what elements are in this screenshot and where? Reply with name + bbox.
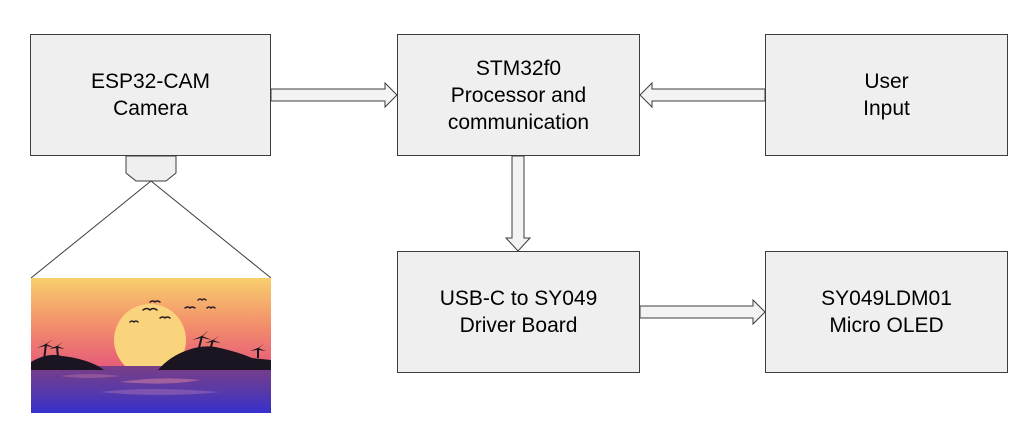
usbc-subtitle: Driver Board [459, 314, 578, 337]
stm32-title: STM32f0 [475, 56, 562, 80]
stm32-processor-block: STM32f0 Processor and communication [397, 34, 640, 156]
oled-title: SY049LDM01 [821, 287, 952, 310]
camera-lens-icon [125, 155, 177, 182]
esp32-cam-title: ESP32-CAM [90, 70, 211, 93]
esp32-cam-block: ESP32-CAM Camera [30, 34, 271, 156]
arrow-user-to-stm32 [639, 81, 766, 109]
stm32-line3: communication [447, 110, 590, 134]
usbc-title: USB-C to SY049 [439, 287, 598, 310]
stm32-line2: Processor and [450, 83, 587, 107]
arrow-esp32-to-stm32 [270, 81, 398, 109]
micro-oled-block: SY049LDM01 Micro OLED [765, 251, 1008, 373]
esp32-cam-subtitle: Camera [113, 97, 188, 120]
arrow-stm32-to-usbc [504, 155, 532, 252]
field-of-view-left [30, 180, 152, 279]
usbc-driver-board-block: USB-C to SY049 Driver Board [397, 251, 640, 373]
field-of-view-right [150, 180, 272, 279]
user-input-block: User Input [765, 34, 1008, 156]
user-input-line1: User [864, 70, 909, 93]
sunset-image [31, 278, 271, 413]
user-input-line2: Input [863, 97, 910, 120]
arrow-usbc-to-oled [639, 298, 766, 326]
oled-subtitle: Micro OLED [829, 314, 944, 337]
